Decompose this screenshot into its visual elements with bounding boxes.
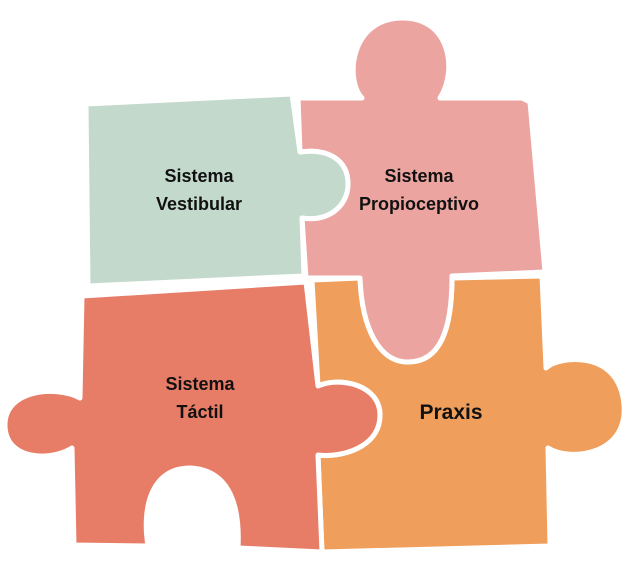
label-praxis: Praxis: [419, 401, 482, 424]
label-vestibular-line1: Sistema: [164, 166, 234, 186]
label-tactil-line2: Táctil: [176, 402, 223, 422]
label-propioceptivo-line1: Sistema: [384, 166, 454, 186]
label-propioceptivo-line2: Propioceptivo: [359, 194, 479, 214]
label-tactil-line1: Sistema: [165, 374, 235, 394]
puzzle-piece-vestibular: [83, 91, 351, 289]
label-vestibular-line2: Vestibular: [156, 194, 242, 214]
puzzle-piece-tactil: [2, 279, 383, 555]
